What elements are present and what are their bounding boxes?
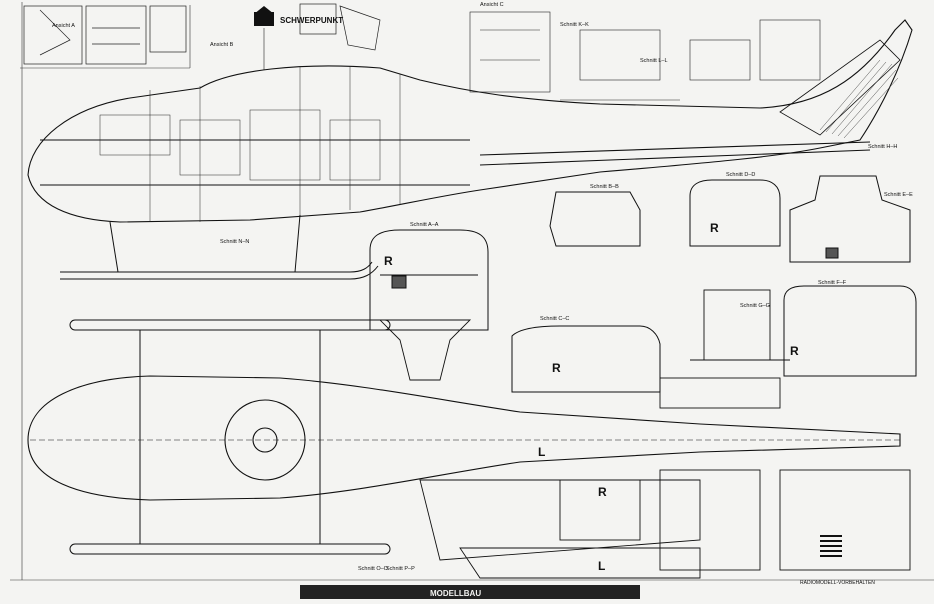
letter-r-2: R bbox=[552, 361, 561, 375]
top-detail-parts bbox=[469, 11, 821, 101]
section-e-e-label: Schnitt E–E bbox=[884, 192, 913, 198]
fuselage-top-view bbox=[27, 375, 901, 501]
top-left-formers bbox=[23, 3, 381, 65]
view-b-label: Ansicht B bbox=[210, 42, 234, 48]
bottom-title-band bbox=[300, 585, 640, 599]
section-d-d-label: Schnitt D–D bbox=[726, 172, 755, 178]
section-n-n-label: Schnitt N–N bbox=[220, 239, 249, 245]
center-of-gravity-title: SCHWERPUNKT bbox=[280, 16, 343, 25]
section-a-a bbox=[369, 229, 489, 331]
skid-side bbox=[60, 214, 379, 280]
letter-r-1: R bbox=[384, 254, 393, 268]
view-c-label: Ansicht C bbox=[480, 2, 504, 8]
view-a-label: Ansicht A bbox=[52, 23, 75, 29]
section-e-e bbox=[789, 175, 911, 263]
section-p-p-label: Schnitt P–P bbox=[386, 566, 415, 572]
section-h-h-label: Schnitt H–H bbox=[868, 144, 897, 150]
lower-part-templates bbox=[419, 377, 911, 579]
section-a-a-label: Schnitt A–A bbox=[410, 222, 439, 228]
section-f-f bbox=[783, 285, 917, 377]
letter-r-5: R bbox=[710, 221, 719, 235]
skid-top-view bbox=[69, 319, 391, 555]
fuselage-side-view bbox=[27, 19, 913, 223]
tail-hatch bbox=[819, 59, 899, 139]
letter-l-1: L bbox=[598, 559, 605, 573]
section-g-g-label: Schnitt G–G bbox=[740, 303, 770, 309]
section-c-c bbox=[511, 325, 661, 393]
section-l-l-label: Schnitt L–L bbox=[640, 58, 668, 64]
letter-r-3: R bbox=[790, 344, 799, 358]
sheet-borders bbox=[10, 2, 934, 581]
vent-slots bbox=[820, 535, 842, 557]
footer-right-note: RADIOMODELL-VORBEHALTEN bbox=[800, 580, 875, 586]
section-o-o-label: Schnitt O–O bbox=[358, 566, 389, 572]
tail-cone-former bbox=[378, 319, 472, 381]
section-b-b bbox=[549, 191, 641, 247]
section-b-b-label: Schnitt B–B bbox=[590, 184, 619, 190]
section-c-c-label: Schnitt C–C bbox=[540, 316, 569, 322]
center-of-gravity-marker: SCHWERPUNKT bbox=[254, 6, 343, 70]
letter-r-4: R bbox=[598, 485, 607, 499]
section-d-d bbox=[689, 179, 781, 247]
section-f-f-label: Schnitt F–F bbox=[818, 280, 847, 286]
section-g-g bbox=[690, 289, 790, 361]
letter-l-2: L bbox=[538, 445, 545, 459]
section-k-k-label: Schnitt K–K bbox=[560, 22, 589, 28]
fuselage-internals bbox=[99, 66, 401, 222]
bottom-band-text: MODELLBAU bbox=[430, 589, 481, 598]
